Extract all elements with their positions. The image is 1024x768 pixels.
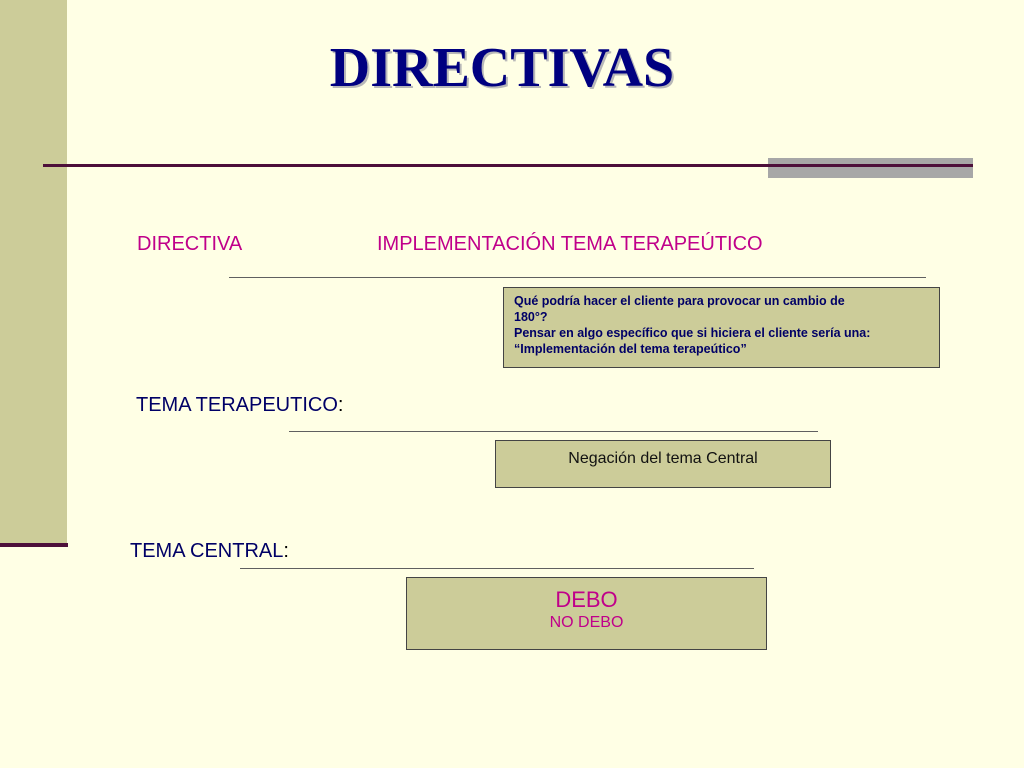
note-line: “Implementación del tema terapeútico” xyxy=(514,342,747,356)
directiva-underline xyxy=(229,277,926,278)
tema-central-heading: TEMA CENTRAL: xyxy=(130,540,289,563)
note-line: 180°? xyxy=(514,310,548,324)
directiva-label: DIRECTIVA xyxy=(137,233,243,255)
tema-central-colon: : xyxy=(283,540,289,562)
sidebar-accent-line xyxy=(0,543,68,547)
tema-central-label: TEMA CENTRAL xyxy=(130,540,284,562)
title-rule-accent xyxy=(768,158,973,178)
negacion-box: Negación del tema Central xyxy=(495,440,831,488)
left-sidebar-band xyxy=(0,0,67,545)
tema-terapeutico-underline xyxy=(289,431,818,432)
title-rule xyxy=(43,164,973,167)
directiva-value: IMPLEMENTACIÓN TEMA TERAPEÚTICO xyxy=(377,233,763,255)
tema-terapeutico-heading: TEMA TERAPEUTICO: xyxy=(136,394,343,417)
tema-terapeutico-colon: : xyxy=(337,394,344,416)
debo-box: DEBO NO DEBO xyxy=(406,577,767,650)
negacion-text: Negación del tema Central xyxy=(568,450,758,467)
slide-title: DIRECTIVAS xyxy=(329,37,675,99)
no-debo-text: NO DEBO xyxy=(549,614,624,631)
debo-text: DEBO xyxy=(555,587,618,612)
directiva-note-box: Qué podría hacer el cliente para provoca… xyxy=(503,287,940,368)
tema-central-underline xyxy=(240,568,754,569)
note-line: Qué podría hacer el cliente para provoca… xyxy=(514,294,845,308)
note-line: Pensar en algo específico que si hiciera… xyxy=(514,326,871,340)
tema-terapeutico-label: TEMA TERAPEUTICO xyxy=(136,394,338,416)
